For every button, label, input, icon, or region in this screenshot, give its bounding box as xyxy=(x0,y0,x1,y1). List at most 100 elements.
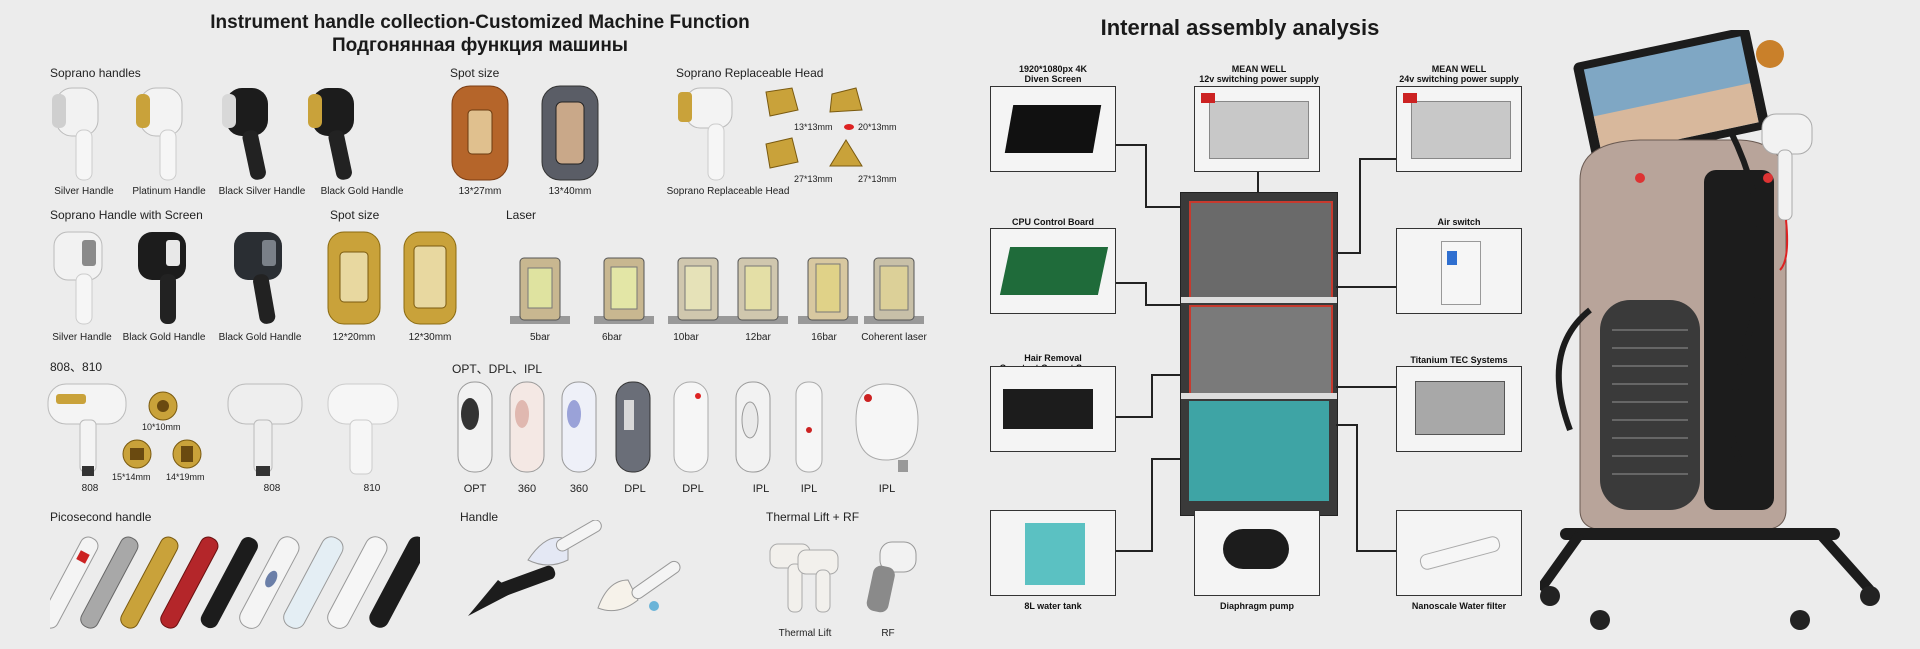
replaceable-head-handle xyxy=(678,87,733,181)
left-title: Instrument handle collection-Customized … xyxy=(150,11,810,57)
wire-screen-v xyxy=(1145,144,1147,208)
caption-13x40: 13*40mm xyxy=(548,186,592,197)
handle-808-b xyxy=(227,383,303,476)
caption-ipl-dpl-a: DPL xyxy=(624,483,646,495)
label-psu24: MEAN WELL 24v switching power supply xyxy=(1399,64,1519,84)
screen-handle-silver xyxy=(53,231,103,325)
spot-13x40 xyxy=(541,85,599,181)
ipl-handle-opt xyxy=(457,381,493,473)
caption-10x10: 10*10mm xyxy=(142,422,181,432)
soprano-handle-silver xyxy=(52,87,99,181)
rf-handle xyxy=(866,541,917,613)
caption-black-silver-handle: Black Silver Handle xyxy=(218,186,306,197)
wire-hair-h xyxy=(1116,416,1152,418)
wire-tec xyxy=(1336,386,1396,388)
caption-black-gold-handle: Black Gold Handle xyxy=(320,186,404,197)
ipl-handle-ipl-a xyxy=(735,381,771,473)
laser-6bar xyxy=(594,257,654,324)
box-air xyxy=(1396,228,1522,314)
label-screen: 1920*1080px 4K Diven Screen xyxy=(1018,64,1088,84)
wire-cpu-h2 xyxy=(1145,304,1181,306)
section-picosecond: Picosecond handle xyxy=(50,510,152,524)
ipl-handle-ipl-b xyxy=(795,381,823,473)
head-13x13 xyxy=(765,87,799,117)
caption-coherent-laser: Coherent laser xyxy=(861,332,927,343)
soprano-handle-black-silver xyxy=(222,88,268,180)
box-psu12 xyxy=(1194,86,1320,172)
section-handle: Handle xyxy=(460,510,499,524)
wire-hair-h2 xyxy=(1151,374,1181,376)
section-thermal: Thermal Lift + RF xyxy=(766,510,860,524)
caption-10bar: 10bar xyxy=(673,332,699,343)
head-15x14 xyxy=(122,439,152,469)
right-title: Internal assembly analysis xyxy=(1100,15,1380,40)
laser-coherent xyxy=(864,257,924,324)
box-pump xyxy=(1194,510,1320,596)
box-hair xyxy=(990,366,1116,452)
caption-ipl-ipl-c: IPL xyxy=(878,483,896,495)
section-replaceable-head: Soprano Replaceable Head xyxy=(676,66,824,80)
caption-14x19: 14*19mm xyxy=(166,472,205,482)
section-spot-size-1: Spot size xyxy=(450,66,500,80)
box-cpu xyxy=(990,228,1116,314)
ipl-handle-360-b xyxy=(561,381,597,473)
caption-platinum-handle: Platinum Handle xyxy=(132,186,206,197)
wire-filter-h xyxy=(1336,424,1358,426)
left-title-line1: Instrument handle collection-Customized … xyxy=(210,12,750,33)
laser-16bar xyxy=(798,257,858,324)
wire-psu12 xyxy=(1257,172,1259,192)
ipl-handle-dpl-b xyxy=(673,381,709,473)
wire-cpu-v xyxy=(1145,282,1147,306)
label-psu12: MEAN WELL 12v switching power supply xyxy=(1199,64,1319,84)
caption-screen-silver: Silver Handle xyxy=(52,332,112,343)
wire-psu24-h2 xyxy=(1336,252,1360,254)
section-handle-with-screen: Soprano Handle with Screen xyxy=(50,208,203,222)
spot-12x20 xyxy=(327,231,381,325)
section-opt-dpl-ipl: OPT、DPL、IPL xyxy=(452,362,543,376)
label-air: Air switch xyxy=(1437,217,1481,227)
caption-12x20: 12*20mm xyxy=(332,332,376,343)
laser-12bar xyxy=(728,257,788,324)
caption-head-27x13-b: 27*13mm xyxy=(858,174,897,184)
caption-head-27x13-a: 27*13mm xyxy=(794,174,833,184)
caption-screen-black-gold-2: Black Gold Handle xyxy=(218,332,302,343)
ipl-handle-360-a xyxy=(509,381,545,473)
label-tec: Titanium TEC Systems xyxy=(1410,355,1508,365)
caption-12bar: 12bar xyxy=(745,332,771,343)
wire-screen-h xyxy=(1116,144,1146,146)
wire-screen-h2 xyxy=(1145,206,1181,208)
label-filter: Nanoscale Water filter xyxy=(1411,601,1507,611)
label-cpu: CPU Control Board xyxy=(1012,217,1094,227)
caption-replaceable-head: Soprano Replaceable Head xyxy=(666,186,790,197)
section-808-810: 808、810 xyxy=(50,360,103,374)
wire-tank-h2 xyxy=(1151,458,1181,460)
wire-tank-v xyxy=(1151,458,1153,552)
head-10x10 xyxy=(148,391,178,421)
caption-810: 810 xyxy=(363,483,381,494)
caption-ipl-opt: OPT xyxy=(463,483,487,495)
caption-6bar: 6bar xyxy=(601,332,622,343)
laser-5bar xyxy=(510,257,570,324)
wire-tank-h xyxy=(1116,550,1152,552)
caption-16bar: 16bar xyxy=(811,332,837,343)
caption-808-b: 808 xyxy=(263,483,281,494)
head-14x19 xyxy=(172,439,202,469)
caption-head-20x13: 20*13mm xyxy=(858,122,897,132)
caption-silver-handle: Silver Handle xyxy=(54,186,114,197)
caption-ipl-ipl-a: IPL xyxy=(752,483,770,495)
head-27x13-b xyxy=(829,139,863,167)
label-tank: 8L water tank xyxy=(1024,601,1082,611)
caption-head-13x13: 13*13mm xyxy=(794,122,833,132)
caption-808-a: 808 xyxy=(81,483,99,494)
box-screen xyxy=(990,86,1116,172)
caption-ipl-360-a: 360 xyxy=(517,483,537,495)
wire-psu24-v xyxy=(1359,158,1361,254)
wire-filter-h2 xyxy=(1356,550,1396,552)
soprano-handle-platinum xyxy=(136,87,183,181)
wire-air xyxy=(1336,286,1396,288)
wire-hair-v xyxy=(1151,374,1153,418)
thermal-lift-handles xyxy=(769,543,839,613)
soprano-handle-black-gold xyxy=(308,88,354,180)
head-27x13-a xyxy=(765,137,799,169)
caption-thermal-lift: Thermal Lift xyxy=(778,628,832,639)
